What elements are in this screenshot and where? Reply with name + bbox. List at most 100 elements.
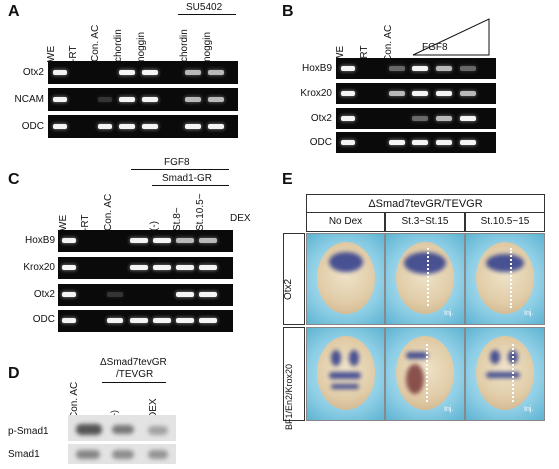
- gel-band: [460, 91, 476, 96]
- gel-band: [53, 97, 67, 102]
- western-band: [148, 426, 168, 435]
- row-label: BF1/En2/Krox20: [284, 363, 294, 430]
- column-label: Con. AC: [383, 24, 394, 62]
- stain-region: [404, 252, 446, 274]
- gel-band: [389, 91, 405, 96]
- gel-band: [153, 265, 171, 270]
- gel-band: [176, 265, 194, 270]
- gel-band: [142, 124, 158, 129]
- stain-region: [486, 254, 524, 272]
- column-label: St.8~: [172, 207, 183, 231]
- gel-band: [62, 318, 76, 323]
- gel-band: [176, 238, 194, 243]
- gel-band: [460, 140, 476, 145]
- column-label: -RT: [80, 214, 91, 231]
- stain-region: [406, 364, 424, 394]
- embryo-photo: [306, 233, 385, 325]
- column-label: Con. AC: [69, 381, 80, 419]
- gel-band: [53, 124, 67, 129]
- inj-label: Inj.: [524, 406, 534, 413]
- panel-c-letter: C: [8, 171, 20, 188]
- gel-band: [62, 292, 76, 297]
- gel-band: [412, 66, 428, 71]
- gel-band: [185, 70, 201, 75]
- midline-marker: [510, 248, 512, 308]
- gel-band: [436, 116, 452, 121]
- gel-strip-krox20: [58, 257, 233, 279]
- western-band: [148, 450, 168, 459]
- gel-band: [176, 292, 194, 297]
- western-strip-smad1: [68, 444, 176, 464]
- gel-band: [142, 97, 158, 102]
- embryo: [476, 242, 534, 314]
- row-label: NCAM: [14, 94, 44, 105]
- row-label: ODC: [21, 121, 44, 132]
- construct-header: ΔSmad7tevGR/TEVGR: [306, 194, 545, 214]
- stain-region: [490, 350, 500, 364]
- western-band: [76, 424, 102, 435]
- inj-label: Inj.: [444, 310, 454, 317]
- inj-label: Inj.: [444, 406, 454, 413]
- gel-band: [142, 70, 158, 75]
- row-label: ODC: [309, 137, 332, 148]
- row-header-bf1: BF1/En2/Krox20: [283, 327, 305, 430]
- gel-band: [119, 97, 135, 102]
- row-label: HoxB9: [24, 235, 55, 246]
- gel-strip-odc: [48, 115, 238, 138]
- gel-band: [341, 116, 355, 121]
- column-label: chordin: [179, 29, 190, 62]
- gel-band: [107, 292, 123, 297]
- gel-band: [199, 318, 217, 323]
- gel-strip-hoxb9: [58, 230, 233, 252]
- panel-d-letter: D: [8, 365, 20, 382]
- row-label: p-Smad1: [8, 426, 49, 437]
- column-label: Con. AC: [90, 24, 101, 62]
- stain-region: [329, 252, 363, 272]
- embryo-photo: Inj.: [465, 327, 545, 421]
- smad1-gr-bracket: [152, 185, 229, 186]
- gel-strip-otx2: [58, 284, 233, 306]
- midline-marker: [427, 248, 429, 306]
- row-label: Otx2: [310, 113, 332, 124]
- stain-region: [331, 350, 341, 366]
- fgf8-bracket: [131, 169, 229, 170]
- gel-band: [436, 140, 452, 145]
- gel-band: [185, 124, 201, 129]
- gel-band: [436, 91, 452, 96]
- gel-band: [176, 318, 194, 323]
- stain-region: [406, 352, 428, 359]
- gel-band: [208, 124, 224, 129]
- gel-band: [199, 238, 217, 243]
- embryo-photo: [306, 327, 385, 421]
- group-label-su5402: SU5402: [186, 2, 223, 13]
- gel-band: [436, 66, 452, 71]
- gel-strip-otx2: [48, 61, 238, 84]
- embryo: [396, 336, 454, 410]
- stain-region: [331, 384, 359, 389]
- gel-band: [119, 124, 135, 129]
- western-band: [76, 450, 100, 459]
- row-label: HoxB9: [301, 63, 332, 74]
- gel-band: [98, 124, 112, 129]
- dex-label: DEX: [230, 213, 251, 224]
- gel-strip-hoxb9: [336, 58, 496, 79]
- row-label: Otx2: [22, 67, 44, 78]
- column-label: St.10.5~: [195, 193, 206, 231]
- column-label: noggin: [136, 31, 147, 62]
- gel-band: [199, 292, 217, 297]
- column-label: -RT: [68, 45, 79, 62]
- gel-band: [412, 116, 428, 121]
- gel-band: [412, 91, 428, 96]
- gel-band: [153, 318, 171, 323]
- column-header-st10: St.10.5~15: [465, 212, 545, 232]
- construct-bracket: [102, 382, 166, 383]
- fgf8-label: FGF8: [164, 157, 190, 168]
- gel-band: [341, 66, 355, 71]
- gel-band: [62, 265, 76, 270]
- embryo-photo: Inj.: [465, 233, 545, 325]
- column-header-st3: St.3~St.15: [385, 212, 465, 232]
- gel-band: [389, 140, 405, 145]
- gel-band: [199, 265, 217, 270]
- gel-band: [341, 91, 355, 96]
- gel-band: [208, 70, 224, 75]
